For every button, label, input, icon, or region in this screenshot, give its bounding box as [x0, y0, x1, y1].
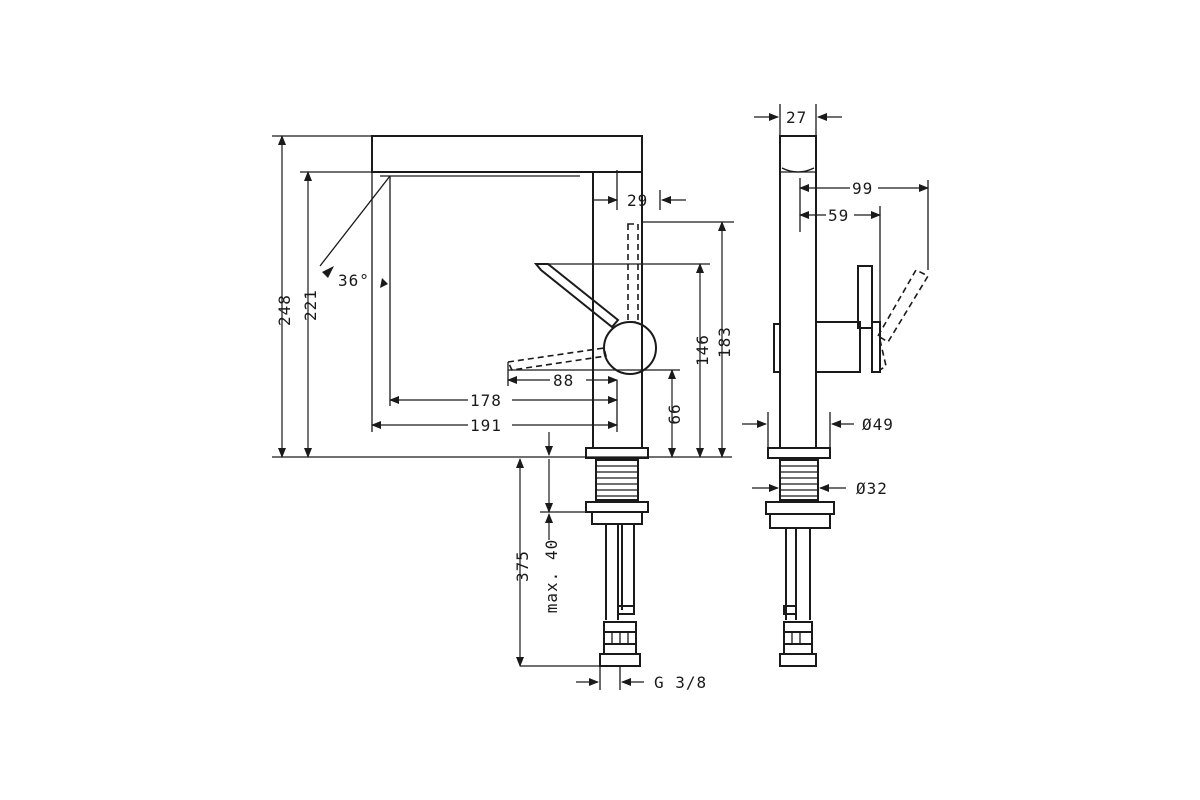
label-88: 88 — [553, 371, 574, 390]
side-lever-dashed — [876, 268, 930, 344]
label-375: 375 — [513, 550, 532, 582]
label-221: 221 — [301, 289, 320, 321]
side-supply-hoses — [779, 528, 817, 667]
base-rosette — [585, 447, 649, 459]
label-248: 248 — [275, 294, 294, 326]
label-d32: Ø32 — [856, 479, 888, 498]
label-191: 191 — [470, 416, 502, 435]
spout — [371, 135, 643, 173]
label-27: 27 — [786, 108, 807, 127]
side-view: 27 99 59 Ø49 Ø32 — [742, 104, 930, 667]
label-d49: Ø49 — [862, 415, 894, 434]
side-threaded-shank — [779, 459, 819, 501]
label-29: 29 — [627, 191, 648, 210]
label-thread: G 3/8 — [654, 673, 707, 692]
fixing-nut — [585, 501, 649, 513]
angle-arrow-right — [380, 278, 388, 288]
label-59: 59 — [828, 206, 849, 225]
lever-handle — [533, 263, 620, 329]
front-view: 248 221 36° 29 146 183 88 178 191 — [272, 135, 734, 692]
lever-vertical-position — [627, 223, 639, 323]
cartridge-circle — [603, 321, 657, 375]
fixing-washer — [591, 511, 643, 525]
label-99: 99 — [852, 179, 873, 198]
supply-hoses — [599, 524, 641, 667]
side-body — [779, 135, 817, 449]
side-base-rosette — [767, 447, 831, 459]
label-146: 146 — [693, 334, 712, 366]
label-66: 66 — [665, 403, 684, 424]
label-angle: 36° — [338, 271, 370, 290]
side-knob-back — [773, 323, 781, 373]
label-178: 178 — [470, 391, 502, 410]
label-183: 183 — [715, 326, 734, 358]
threaded-shank — [595, 459, 639, 501]
angle-arrow-left — [322, 266, 334, 278]
lever-lower-position — [506, 347, 607, 371]
side-handle-hub — [816, 321, 861, 373]
side-fixing-nut — [765, 501, 835, 515]
label-max40: max. 40 — [542, 539, 561, 613]
side-lever — [857, 265, 873, 329]
